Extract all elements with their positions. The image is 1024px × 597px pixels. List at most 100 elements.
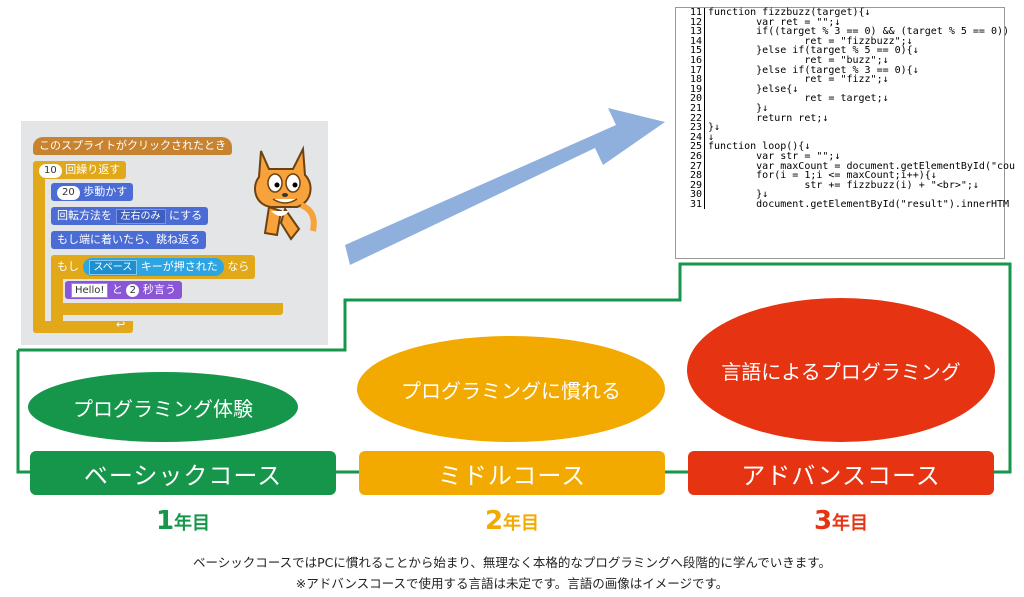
say-to: と bbox=[111, 283, 123, 296]
move-steps: 20 bbox=[57, 186, 80, 200]
code-line: 14 ret = "fizzbuzz";↓ bbox=[676, 35, 1004, 47]
code-line: 26 var str = "";↓ bbox=[676, 150, 1004, 162]
code-line-text: var str = "";↓ bbox=[708, 150, 841, 162]
code-line-number: 26 bbox=[676, 152, 705, 162]
then-label: なら bbox=[227, 260, 250, 273]
code-line: 18 ret = "fizz";↓ bbox=[676, 75, 1004, 85]
code-line-number: 17 bbox=[676, 65, 705, 76]
rotation-prefix: 回転方法を bbox=[57, 209, 112, 222]
code-line-text: }else{↓ bbox=[708, 83, 799, 95]
repeat-count: 10 bbox=[39, 164, 62, 178]
repeat-block: 10 回繰り返す bbox=[33, 161, 127, 179]
code-line-number: 16 bbox=[676, 56, 705, 66]
code-line-text: ret = "buzz";↓ bbox=[708, 54, 889, 66]
code-line-text: var ret = "";↓ bbox=[708, 16, 841, 28]
say-seconds: 2 bbox=[126, 284, 140, 297]
code-line: 24↓ bbox=[676, 131, 1004, 143]
code-line-number: 18 bbox=[676, 75, 705, 85]
code-line-number: 12 bbox=[676, 17, 705, 28]
ellipse-experience: プログラミング体験 bbox=[28, 372, 298, 442]
code-line-number: 19 bbox=[676, 84, 705, 95]
get-used-label: プログラミングに慣れる bbox=[401, 378, 621, 403]
scratch-cat-icon bbox=[254, 145, 317, 241]
code-line-number: 30 bbox=[676, 190, 705, 200]
code-line-number: 22 bbox=[676, 113, 705, 124]
code-line-number: 24 bbox=[676, 132, 705, 143]
code-line: 19 }else{↓ bbox=[676, 83, 1004, 95]
code-line-text: }↓ bbox=[708, 189, 769, 201]
progress-arrow bbox=[345, 108, 665, 265]
code-line: 23}↓ bbox=[676, 123, 1004, 133]
course-advance: アドバンスコース bbox=[688, 451, 994, 495]
if-block: もし スペース キーが押された なら bbox=[51, 255, 256, 279]
rotation-dropdown: 左右のみ bbox=[115, 209, 166, 224]
rotation-suffix: にする bbox=[169, 209, 203, 222]
code-line-text: ↓ bbox=[708, 131, 715, 143]
code-line-text: ret = "fizz";↓ bbox=[708, 74, 889, 86]
key-pressed-block: スペース キーが押された bbox=[82, 258, 224, 276]
say-label: 秒言う bbox=[142, 283, 176, 296]
code-line-number: 25 bbox=[676, 142, 705, 152]
code-line-number: 15 bbox=[676, 46, 705, 56]
rotation-block: 回転方法を 左右のみ にする bbox=[51, 207, 209, 225]
code-line: 28 for(i = 1;i <= maxCount;i++){↓ bbox=[676, 171, 1004, 181]
scratch-blocks-image: このスプライトがクリックされたとき 10 回繰り返す 20 歩動かす 回転方法を… bbox=[21, 121, 328, 345]
say-block: Hello! と 2 秒言う bbox=[65, 281, 182, 299]
code-line-number: 31 bbox=[676, 200, 705, 210]
year-1-number: 1 bbox=[155, 506, 175, 536]
course-basic-label: ベーシックコース bbox=[83, 461, 283, 490]
code-line: 15 }else if(target % 5 == 0){↓ bbox=[676, 46, 1004, 56]
move-label: 歩動かす bbox=[83, 185, 128, 198]
course-middle: ミドルコース bbox=[359, 451, 665, 495]
year-2-number: 2 bbox=[484, 506, 504, 536]
course-middle-label: ミドルコース bbox=[437, 461, 587, 490]
code-line-number: 28 bbox=[676, 171, 705, 181]
code-line-text: }else if(target % 3 == 0){↓ bbox=[708, 64, 919, 76]
code-line: 13 if((target % 3 == 0) && (target % 5 =… bbox=[676, 27, 1009, 37]
repeat-block-end bbox=[33, 321, 133, 333]
code-line-number: 23 bbox=[676, 123, 705, 133]
code-line-text: }↓ bbox=[708, 102, 769, 114]
key-label: キーが押された bbox=[140, 260, 218, 273]
code-line-text: }↓ bbox=[708, 122, 721, 134]
code-line-text: ret = "fizzbuzz";↓ bbox=[708, 35, 913, 47]
year-2-unit: 年目 bbox=[503, 513, 540, 534]
course-basic: ベーシックコース bbox=[30, 451, 336, 495]
code-line-number: 29 bbox=[676, 180, 705, 191]
staircase-line bbox=[16, 262, 1012, 474]
code-line: 12 var ret = "";↓ bbox=[676, 16, 1004, 28]
code-line-number: 14 bbox=[676, 36, 705, 47]
code-line-text: var maxCount = document.getElementById("… bbox=[708, 160, 1016, 172]
code-line-number: 21 bbox=[676, 104, 705, 114]
ellipse-get-used: プログラミングに慣れる bbox=[357, 336, 665, 442]
year-3: 3年目 bbox=[688, 506, 994, 536]
ellipse-language: 言語によるプログラミング bbox=[687, 298, 995, 442]
code-line: 27 var maxCount = document.getElementByI… bbox=[676, 161, 1015, 172]
course-advance-label: アドバンスコース bbox=[741, 461, 941, 490]
code-line-text: function loop(){↓ bbox=[708, 141, 811, 153]
code-line-text: ret = target;↓ bbox=[708, 93, 889, 105]
language-label: 言語によるプログラミング bbox=[721, 359, 961, 384]
loop-arrow-icon: ↩ bbox=[116, 318, 126, 331]
code-line-text: }else if(target % 5 == 0){↓ bbox=[708, 45, 919, 57]
code-line-text: document.getElementById("result").innerH… bbox=[708, 198, 1010, 210]
repeat-c-block-side bbox=[33, 163, 45, 333]
say-text: Hello! bbox=[71, 283, 109, 298]
year-3-unit: 年目 bbox=[832, 513, 869, 534]
code-line: 20 ret = target;↓ bbox=[676, 94, 1004, 104]
code-line: 16 ret = "buzz";↓ bbox=[676, 54, 1004, 66]
code-line-text: function fizzbuzz(target){↓ bbox=[708, 7, 871, 18]
experience-label: プログラミング体験 bbox=[73, 396, 253, 421]
code-line-text: for(i = 1;i <= maxCount;i++){↓ bbox=[708, 170, 937, 182]
code-line: 17 }else if(target % 3 == 0){↓ bbox=[676, 64, 1004, 76]
code-line-text: str += fizzbuzz(i) + "<br>";↓ bbox=[708, 179, 979, 191]
code-line: 22 return ret;↓ bbox=[676, 113, 1004, 124]
code-line-number: 27 bbox=[676, 161, 705, 172]
year-1: 1年目 bbox=[30, 506, 336, 536]
year-3-number: 3 bbox=[813, 506, 833, 536]
note-line-1: ベーシックコースではPCに慣れることから始まり、無理なく本格的なプログラミングへ… bbox=[192, 555, 832, 570]
if-block-end bbox=[51, 303, 283, 315]
